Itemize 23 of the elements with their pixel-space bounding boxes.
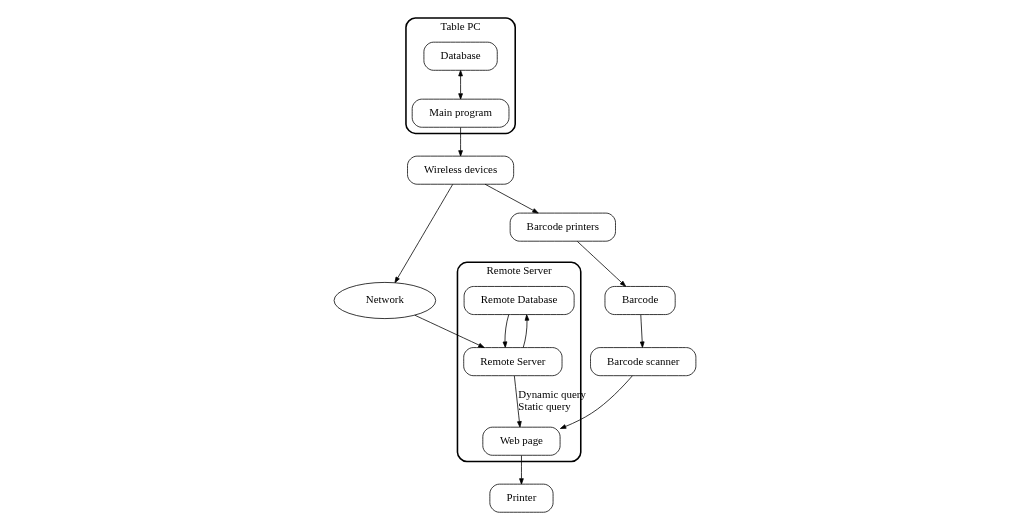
node-ellipse: Network bbox=[333, 282, 437, 319]
node-box: Barcode scanner bbox=[590, 347, 697, 377]
node-box: Remote Database bbox=[463, 286, 575, 315]
node-box: Wireless devices bbox=[407, 155, 515, 185]
node-box: Main program bbox=[411, 98, 510, 128]
node-box: Web page bbox=[482, 426, 561, 456]
node-box: Barcode printers bbox=[509, 212, 616, 242]
arrow bbox=[414, 314, 485, 348]
arrow bbox=[458, 127, 463, 157]
node-box: Printer bbox=[489, 483, 554, 513]
node-box: Barcode bbox=[604, 286, 676, 315]
arrow bbox=[514, 375, 522, 428]
arrow bbox=[560, 375, 633, 429]
arrow bbox=[522, 314, 530, 348]
arrow bbox=[484, 183, 539, 214]
arrow bbox=[576, 241, 626, 287]
node-box: Remote Server bbox=[463, 347, 563, 377]
arrow bbox=[639, 314, 645, 348]
arrow bbox=[502, 314, 510, 348]
arrow bbox=[519, 455, 524, 485]
arrow bbox=[458, 70, 463, 100]
node-box: Database bbox=[423, 41, 498, 71]
arrow bbox=[394, 183, 454, 284]
